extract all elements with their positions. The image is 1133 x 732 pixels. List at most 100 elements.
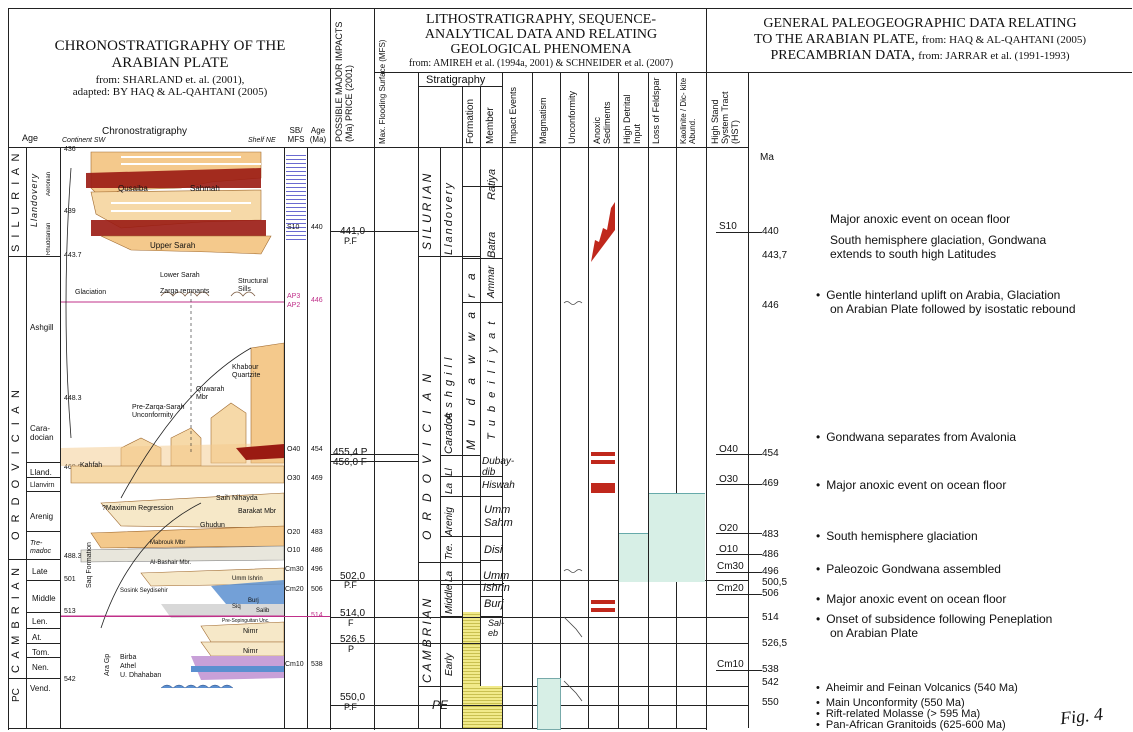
p1-epoch-vend: Vend. [30, 684, 51, 693]
p3-period-cambrian: CAMBRIAN [420, 595, 434, 683]
impact-502-type: P.F [344, 580, 357, 590]
stratigraphy-header: Stratigraphy [426, 74, 486, 86]
event-uplift-a: Gentle hinterland uplift on Arabia, Glac… [816, 288, 1060, 302]
p1-age-542: 542 [64, 676, 76, 683]
hst-s10: S10 [719, 221, 737, 232]
p3-period-silurian: SILURIAN [420, 170, 434, 250]
p1-col-age [307, 147, 308, 728]
panel4-title: GENERAL PALEOGEOGRAPHIC DATA RELATING TO… [708, 16, 1132, 64]
member-dubaydib: Dubay- dib [482, 456, 515, 478]
hst-o20: O20 [719, 523, 738, 534]
sbage-440: 440 [311, 224, 323, 231]
unit-zarga: Zarga remnants [160, 288, 210, 295]
col-member: Member [485, 107, 496, 144]
p3-epoch-la-1: La [444, 482, 455, 494]
p4-age-550: 550 [762, 697, 779, 708]
unit-upper-sarah: Upper Sarah [150, 241, 196, 250]
mfs-header: Max. Flooding Surface (MFS) [378, 39, 387, 144]
impact-5265: 526,5 [340, 634, 366, 645]
p3-col-div-9 [648, 72, 649, 728]
sbage-538: 538 [311, 661, 323, 668]
frame-top [8, 8, 1132, 9]
unit-max-regression: ?Maximum Regression [102, 505, 174, 512]
unit-sahmah: Sahmah [190, 184, 220, 193]
member-saleb: Sal- eb [488, 618, 505, 638]
impact-line-526 [330, 643, 748, 644]
sb-pattern [286, 152, 306, 242]
hst-rule-o30 [716, 484, 762, 485]
hst-rule-cm20 [716, 594, 762, 595]
p2-header-rule [330, 147, 374, 148]
p4-age-446: 446 [762, 300, 779, 311]
p1-silurian-base [8, 256, 60, 257]
impact-502: 502,0 [340, 571, 366, 582]
unit-glaciation: Glaciation [75, 289, 107, 296]
sbage-486: 486 [311, 547, 323, 554]
p3-col-div-4 [502, 72, 503, 728]
sb-cm30: Cm30 [285, 566, 304, 573]
p1-epoch-len: Len. [32, 617, 48, 626]
unit-lower-sarah: Lower Sarah [160, 272, 200, 279]
shelf-label: Shelf NE [248, 137, 276, 144]
unit-athel: Athel [120, 663, 136, 670]
member-umm-ishrin: Umm Ishrin [483, 570, 510, 594]
frame-left [8, 8, 9, 730]
member-burj: Burj [484, 598, 504, 610]
hst-o30: O30 [719, 474, 738, 485]
impact-514: 514,0 [340, 608, 366, 619]
p3-col-div-8 [618, 72, 619, 728]
p1-epoch-late: Late [32, 567, 48, 576]
p1-epoch-rule-4 [26, 531, 60, 532]
unit-quwarah: Quwarah Mbr [196, 386, 225, 401]
panel1-title-line2: ARABIAN PLATE [111, 55, 229, 71]
unit-khabour: Khabour Quartzite [232, 364, 261, 379]
impact-550: 550,0 [340, 692, 366, 703]
unit-pre-sopinguitan: Pre-Sopinguitan Unc. [222, 618, 270, 624]
continent-label: Continent SW [62, 137, 106, 144]
kaolinite-fill [649, 493, 705, 582]
col-anoxic: Anoxic Sediments [592, 101, 612, 144]
p3-m-rule-4 [480, 560, 502, 561]
detrital-fill [619, 533, 648, 582]
sb-s10: S10 [287, 224, 300, 231]
p1-age-513: 513 [64, 608, 76, 615]
unit-saq-formation: Saq Formation [86, 542, 93, 588]
age-header: Age [22, 133, 39, 143]
p1-substage-aeronian: Aeronian [46, 171, 52, 196]
impact-4560: 456,0 F [333, 457, 367, 468]
unit-birba: Birba [120, 654, 137, 661]
unit-al-bashair: Al-Bashair Mbr. [150, 560, 192, 566]
panel1-title: CHRONOSTRATIGRAPHY OF THE ARABIAN PLATE [10, 38, 330, 72]
panel3-title: LITHOSTRATIGRAPHY, SEQUENCE- ANALYTICAL … [376, 12, 706, 57]
p1-epoch-rule-5 [26, 580, 60, 581]
sbage-446: 446 [311, 297, 323, 304]
p3-rule-ll [440, 476, 502, 477]
p1-age-4883: 488.3 [64, 553, 82, 560]
impact-line-455 [330, 454, 418, 455]
col-hst: High Stand System Tract (HST) [710, 91, 740, 144]
col-detrital: High Detrital Input [622, 94, 642, 144]
col-formation: Formation [465, 98, 476, 144]
hst-rule-o10 [716, 554, 762, 555]
p1-epoch-llanvirn: Llanvirn [30, 482, 55, 489]
sbage-496: 496 [311, 566, 323, 573]
member-tubeiliyat: Tubeiliyat [486, 313, 498, 440]
impact-line-514 [330, 617, 748, 618]
panel3-title-line2: ANALYTICAL DATA AND RELATING [424, 27, 658, 42]
p4-age-483: 483 [762, 529, 779, 540]
panel4-title-line3b: from: JARRAR et al. (1991-1993) [918, 50, 1070, 62]
p4-age-454: 454 [762, 448, 779, 459]
p3-col-div-5 [532, 72, 533, 728]
unit-salib: Salib [256, 608, 270, 614]
event-anoxic-2: Major anoxic event on ocean floor [816, 478, 1006, 492]
unit-structural-sills: Structural Sills [238, 278, 268, 293]
panel1-source-line1: from: SHARLAND et. al. (2001), [95, 74, 245, 86]
unit-sosink: Sosink Seydisehir [120, 588, 168, 594]
unit-burj: Burj [248, 598, 259, 604]
p3-m-rule-1 [462, 186, 502, 187]
hst-rule-cm10 [716, 670, 762, 671]
event-anoxic-1: Major anoxic event on ocean floor [830, 212, 1011, 226]
unit-umm-ishrin: Umm Ishrin [232, 576, 263, 582]
unit-barakat: Barakat Mbr [238, 508, 277, 515]
panel4-title-line1: GENERAL PALEOGEOGRAPHIC DATA RELATING [763, 16, 1077, 31]
